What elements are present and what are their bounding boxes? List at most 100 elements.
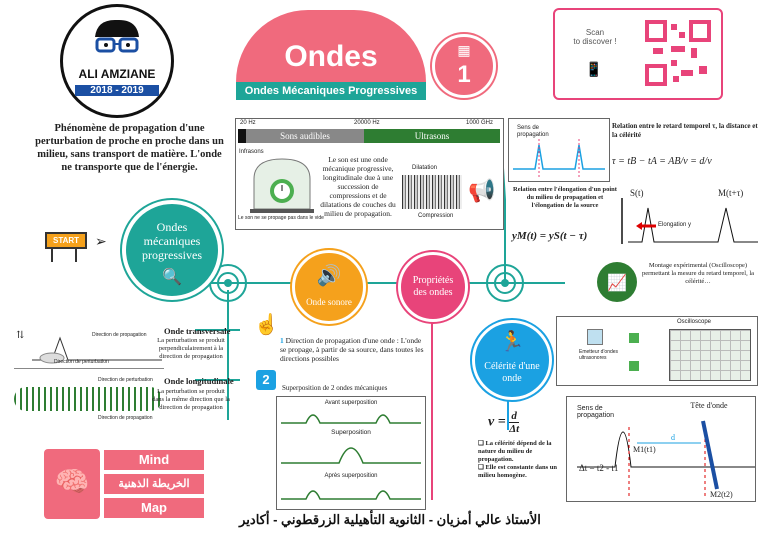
property-2-badge: 2 [256, 370, 276, 390]
up-down-arrows-icon: ⇅ [16, 330, 25, 341]
page-subtitle: Ondes Mécaniques Progressives [236, 82, 426, 100]
transverse-diagram: ⇅ Direction de propagation Direction de … [14, 328, 164, 369]
central-topic: Ondes mécaniques progressives 🔍 [122, 200, 222, 300]
dilatation-label: Dilatation [412, 165, 438, 171]
longitudinal-diagram: Direction de perturbation Direction de p… [14, 377, 164, 423]
sound-description: Le son est une onde mécanique progressiv… [320, 155, 396, 218]
start-label: START [45, 232, 88, 249]
transverse-dir-pert: Direction de perturbation [54, 359, 109, 365]
ultrasound-band: Ultrasons [364, 129, 500, 143]
superposition-panel: Avant superposition Superposition Après … [276, 396, 426, 510]
tete-d: d [671, 433, 675, 442]
sound-spectrum-panel: 20 Hz 20000 Hz 1000 GHz Sons audibles Ul… [235, 118, 504, 230]
bell-caption: Le son ne se propage pas dans le vide [238, 215, 324, 221]
receiver-2 [629, 361, 639, 371]
superposition-after-label: Après superposition [324, 473, 378, 479]
proprietes-label: Propriétés des ondes [412, 275, 454, 298]
qr-scan-text: Scan to discover ! [573, 28, 617, 46]
celerite-notes: ❑ La célérité dépend de la nature du mil… [478, 440, 566, 480]
montage-diagram: Emetteur d'ondes ultrasonores Oscillosco… [556, 316, 758, 386]
tete-m1: M1(t1) [633, 445, 656, 454]
megaphone-icon: 📢 [468, 179, 496, 204]
compression-label: Compression [418, 213, 454, 219]
phone-icon: 📱 [585, 62, 603, 78]
property-1-text: Direction de propagation d'une onde : L'… [280, 336, 424, 363]
brain-icon: 🧠 [44, 449, 100, 519]
formula-numerator: d [509, 410, 520, 423]
logo-name: ALI AMZIANE [78, 67, 156, 81]
property-2-text: Superposition de 2 ondes mécaniques [282, 384, 388, 392]
monitor-icon: 📈 [597, 262, 637, 302]
topic-onde-sonore: 🔊 Onde sonore [292, 250, 366, 324]
tete-onde-diagram: Sens de propagation Tête d'onde d M1(t1)… [566, 396, 756, 502]
montage-text: Montage expérimental (Oscilloscope) perm… [641, 262, 755, 285]
elongation-title: Relation entre l'élongation d'un point d… [513, 186, 617, 209]
tete-m2: M2(t2) [710, 490, 733, 499]
bell-jar-icon [250, 158, 314, 213]
retard-sens-label: Sens de propagation [517, 125, 549, 138]
logo: ALI AMZIANE 2018 - 2019 [60, 4, 174, 118]
emitter-box [587, 329, 603, 345]
tick-20hz: 20 Hz [240, 120, 256, 126]
infrasound-label: Infrasons [239, 149, 264, 155]
start-sign: START [45, 232, 88, 262]
property-1-number: 1 [280, 336, 284, 345]
avatar-icon [95, 19, 139, 53]
formula-lhs: v = [488, 414, 506, 430]
audible-band: Sons audibles [246, 129, 364, 143]
transverse-dir-prop: Direction de propagation [92, 332, 147, 338]
tete-label: Tête d'onde [690, 401, 728, 410]
logo-years: 2018 - 2019 [75, 85, 159, 96]
topic-proprietes: Propriétés des ondes [398, 252, 468, 322]
page-title: Ondes [284, 40, 378, 73]
mindmap-mind: Mind [104, 450, 204, 470]
retard-title: Relation entre le retard temporel τ, la … [612, 122, 758, 139]
runner-icon: 🏃 [499, 329, 525, 353]
transverse-title: Onde transversale [164, 326, 231, 336]
elongation-m: M(t+τ) [718, 188, 744, 198]
speaker-icon: 🔊 [316, 263, 342, 287]
qr-card[interactable]: Scan to discover ! 📱 [553, 8, 723, 100]
chapter-number-badge: ▦ 1 [432, 34, 496, 98]
superposition-before-label: Avant superposition [324, 400, 378, 406]
elongation-label: Elongation y [658, 222, 692, 228]
receiver-1 [629, 333, 639, 343]
elongation-s: S(t) [630, 188, 644, 198]
spring-coil [14, 387, 162, 411]
tete-sens-label: Sens de propagation [577, 405, 614, 419]
footer-author: الأستاذ عالي أمزيان - الثانوية التأهيلية… [239, 512, 541, 527]
oscilloscope-screen [669, 329, 751, 381]
chapter-number: 1 [457, 61, 471, 88]
emitter-label: Emetteur d'ondes ultrasonores [579, 349, 619, 361]
onde-sonore-label: Onde sonore [306, 297, 352, 307]
cursor-arrow-icon: ➢ [95, 234, 107, 250]
retard-formula: τ = tB − tA = AB/v = d/v [612, 156, 712, 167]
formula-denominator: Δt [509, 423, 520, 435]
superposition-during-label: Superposition [331, 429, 371, 436]
tick-1000ghz: 1000 GHz [466, 120, 494, 126]
tete-dt: Δt = t2 - t1 [579, 463, 619, 473]
compression-pattern [402, 175, 462, 209]
celerite-note-2: ❑ Elle est constante dans un milieu homo… [478, 464, 557, 479]
elongation-formula: yM(t) = yS(t − τ) [512, 230, 588, 242]
header-dome [236, 10, 426, 82]
longitudinal-title: Onde longitudinale [164, 376, 234, 386]
elongation-diagram: S(t) M(t+τ) Elongation y [618, 188, 758, 246]
hand-number-icon: ☝ [254, 312, 279, 336]
oscilloscope-label: Oscilloscope [677, 319, 712, 325]
topic-celerite: 🏃 Célérité d'une onde [472, 320, 552, 400]
transverse-text: La perturbation se produit perpendiculai… [157, 337, 225, 360]
celerite-note-1: ❑ La célérité dépend de la nature du mil… [478, 440, 552, 463]
calendar-icon: ▦ [457, 43, 471, 59]
central-label: Ondes mécaniques progressives [142, 220, 202, 262]
magnifier-wave-icon: 🔍 [162, 267, 182, 286]
celerite-label: Célérité d'une onde [484, 361, 540, 384]
qr-code-icon [645, 20, 711, 86]
longitudinal-text: La perturbation se produit dans la même … [152, 388, 230, 411]
property-1: 1 Direction de propagation d'une onde : … [280, 336, 426, 363]
long-dir-prop: Direction de propagation [98, 415, 153, 421]
long-dir-pert: Direction de perturbation [98, 377, 153, 383]
retard-diagram: Sens de propagation [508, 118, 610, 182]
superposition-waves [281, 414, 421, 500]
celerite-formula: v = d Δt [488, 410, 520, 435]
